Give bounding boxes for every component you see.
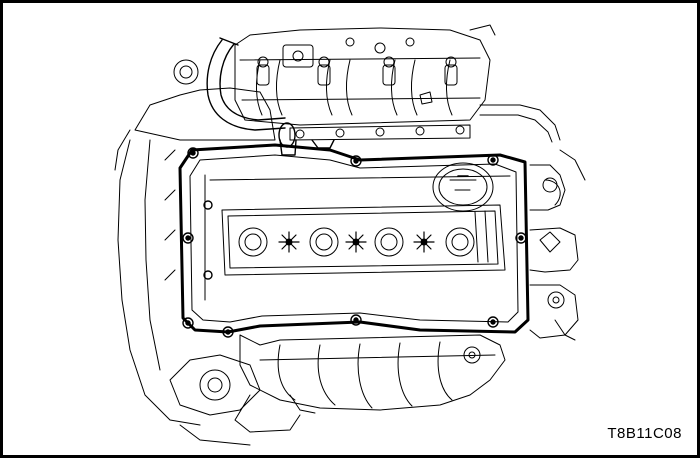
spark-plug-wells	[238, 227, 475, 257]
intake-manifold-upper	[234, 24, 561, 143]
lower-manifold	[179, 334, 506, 446]
right-side-components	[529, 149, 586, 341]
engine-block	[114, 59, 276, 426]
cover-bolts	[182, 147, 527, 338]
figure-code: T8B11C08	[607, 425, 682, 442]
fuel-rail	[289, 124, 471, 141]
oil-filler-cap	[432, 162, 494, 212]
pcv-hose	[206, 37, 335, 156]
cover-gasket	[178, 143, 530, 334]
camshaft-cover	[178, 143, 530, 334]
